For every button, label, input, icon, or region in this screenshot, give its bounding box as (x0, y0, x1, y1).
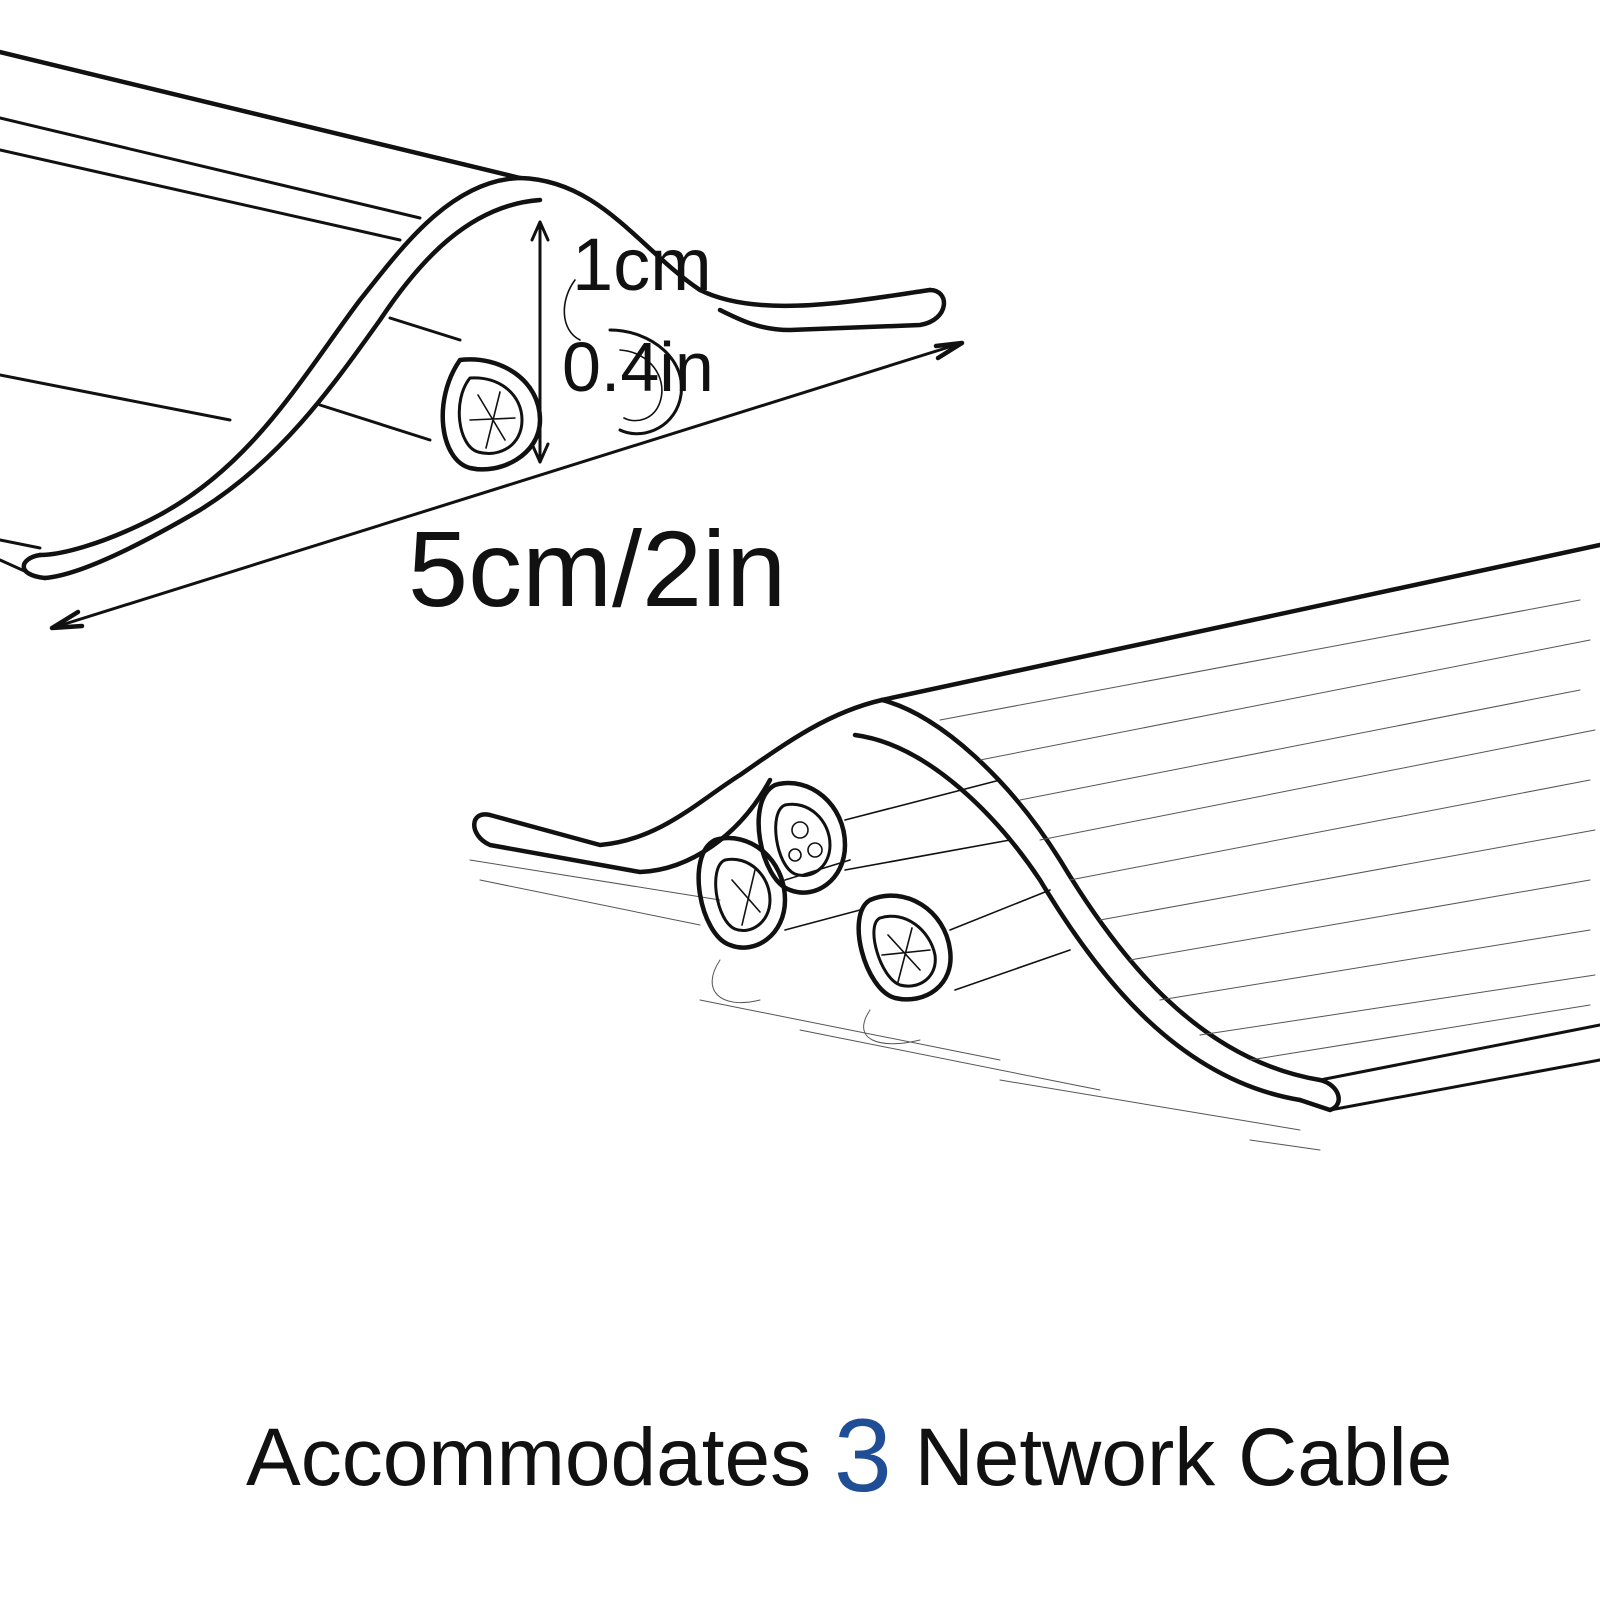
network-cable-3 (856, 889, 1071, 1002)
floor-hatching (469, 859, 1321, 1151)
height-cm-label: 1cm (572, 223, 712, 306)
top-cable-end-rear (563, 279, 683, 436)
top-cable-cover-drawing (0, 49, 965, 631)
caption-suffix: Network Cable (914, 1412, 1453, 1503)
capacity-caption: Accommodates 3 Network Cable (246, 1404, 1452, 1508)
caption-prefix: Accommodates (246, 1412, 812, 1503)
width-dimension-arrow (49, 340, 965, 631)
cable-count: 3 (833, 1398, 892, 1514)
height-dimension-arrow (530, 220, 550, 464)
bottom-cable-cover-drawing (469, 542, 1600, 1151)
height-in-label: 0.4in (562, 328, 714, 406)
width-label: 5cm/2in (408, 508, 787, 629)
cover-hatching (939, 599, 1596, 1061)
top-cable-end-front (440, 357, 543, 472)
network-cable-1 (756, 779, 1011, 895)
network-cable-2 (696, 835, 861, 950)
